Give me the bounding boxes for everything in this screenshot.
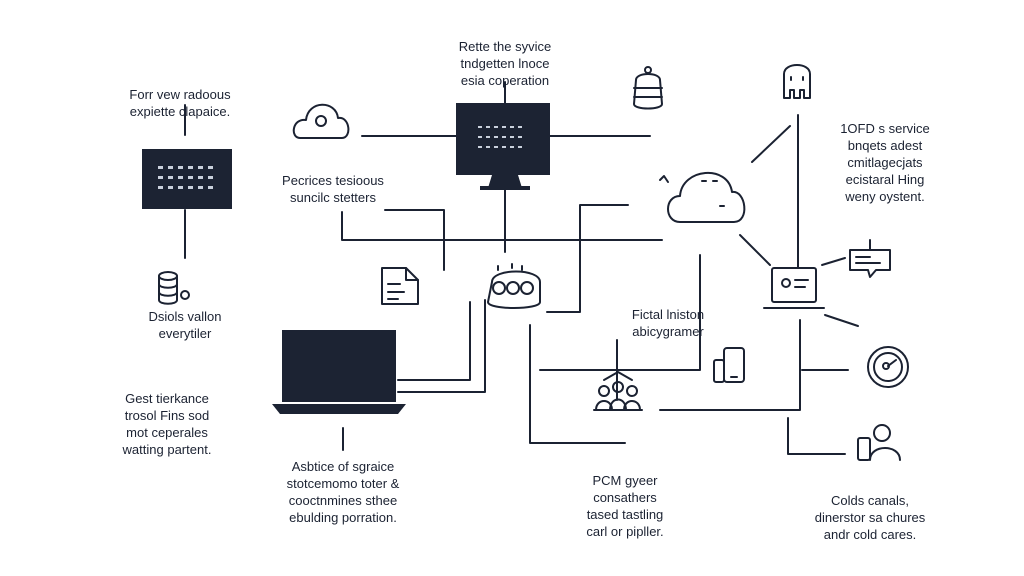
group-icon [593,371,643,411]
chat-icon [849,239,891,278]
database-icon [158,271,190,305]
lantern-icon [633,66,663,110]
server-icon [142,149,232,209]
cloud-icon [659,171,746,223]
robot-icon [783,64,811,99]
laptop-icon [763,267,825,309]
monitor-icon [456,103,550,190]
phone-icon [713,347,745,383]
connector-lines [184,81,859,455]
document-icon [381,267,419,305]
laptop-icon [272,330,406,414]
cloud-icon [292,103,350,139]
user-icon [857,424,901,461]
hub-icon [487,263,541,309]
gauge-icon [867,346,909,388]
